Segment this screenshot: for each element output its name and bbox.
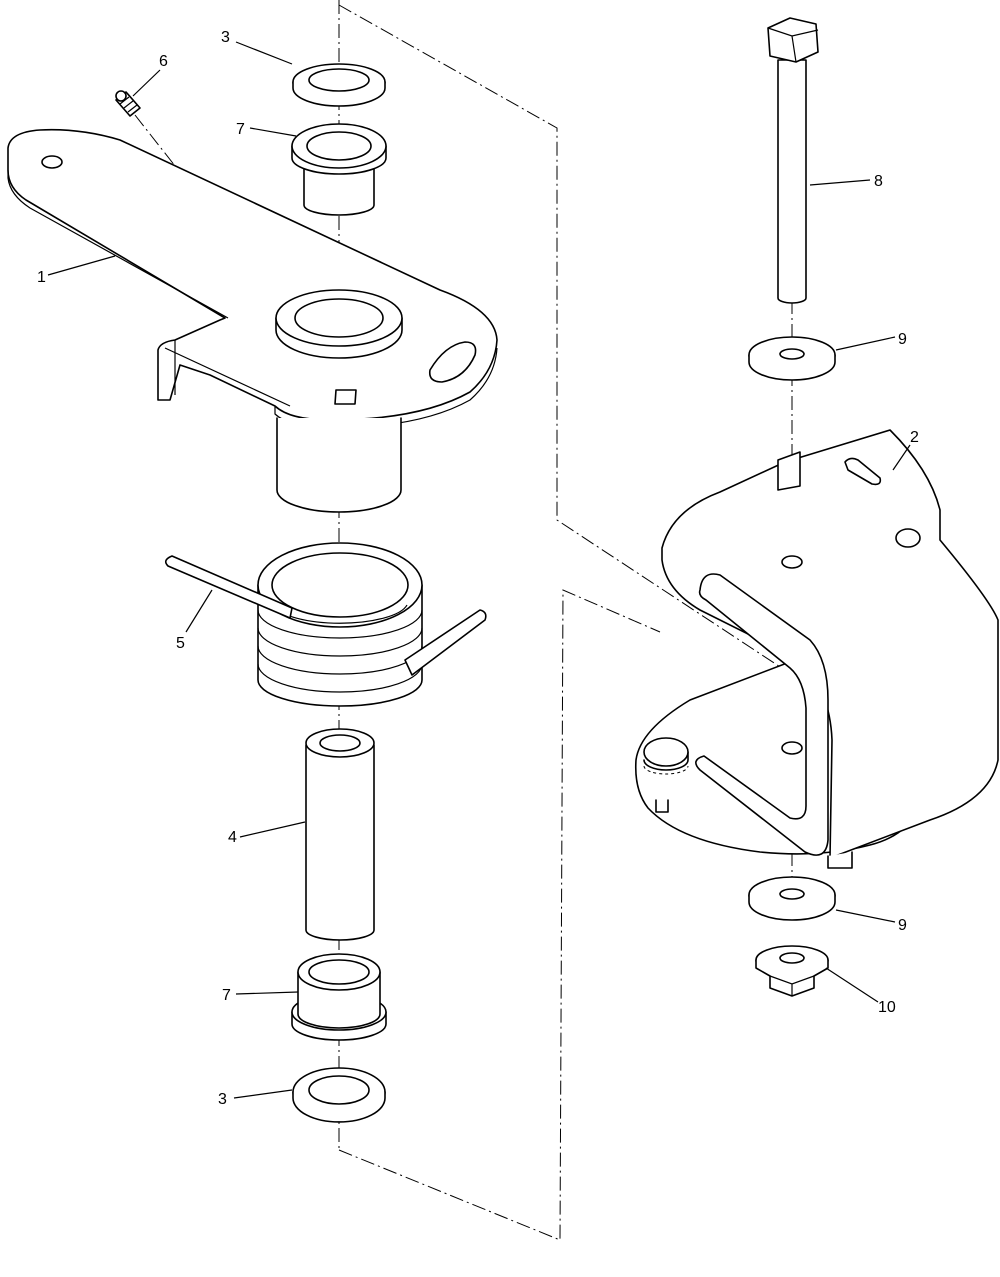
callout-10: 10 <box>878 999 896 1016</box>
callout-labels: 1 2 3 3 4 5 6 7 7 8 9 9 10 <box>37 29 919 1108</box>
pivot-tube <box>305 728 375 941</box>
torsion-spring <box>164 542 487 707</box>
idler-mount-bracket <box>634 429 999 869</box>
callout-8: 8 <box>874 173 883 190</box>
callout-3-bottom: 3 <box>218 1091 227 1108</box>
callout-7-top: 7 <box>236 121 245 138</box>
leader-lines <box>47 41 911 1099</box>
callout-1: 1 <box>37 269 46 286</box>
callout-4: 4 <box>228 829 237 846</box>
callout-9-bottom: 9 <box>898 917 907 934</box>
flange-nut <box>755 945 829 997</box>
flat-washer-bottom <box>292 1067 386 1123</box>
grease-fitting <box>115 90 141 117</box>
callout-6: 6 <box>159 53 168 70</box>
flange-bushing-top <box>291 123 387 216</box>
callout-5: 5 <box>176 635 185 652</box>
flat-washer-bolt-top <box>748 336 836 381</box>
flange-bushing-bottom <box>291 953 387 1041</box>
callout-2: 2 <box>910 429 919 446</box>
idler-arm <box>7 128 498 513</box>
flat-washer-top <box>292 63 386 107</box>
hex-bolt <box>767 17 819 304</box>
flat-washer-bolt-bottom <box>748 876 836 921</box>
callout-9-top: 9 <box>898 331 907 348</box>
callout-7-bottom: 7 <box>222 987 231 1004</box>
callout-3-top: 3 <box>221 29 230 46</box>
